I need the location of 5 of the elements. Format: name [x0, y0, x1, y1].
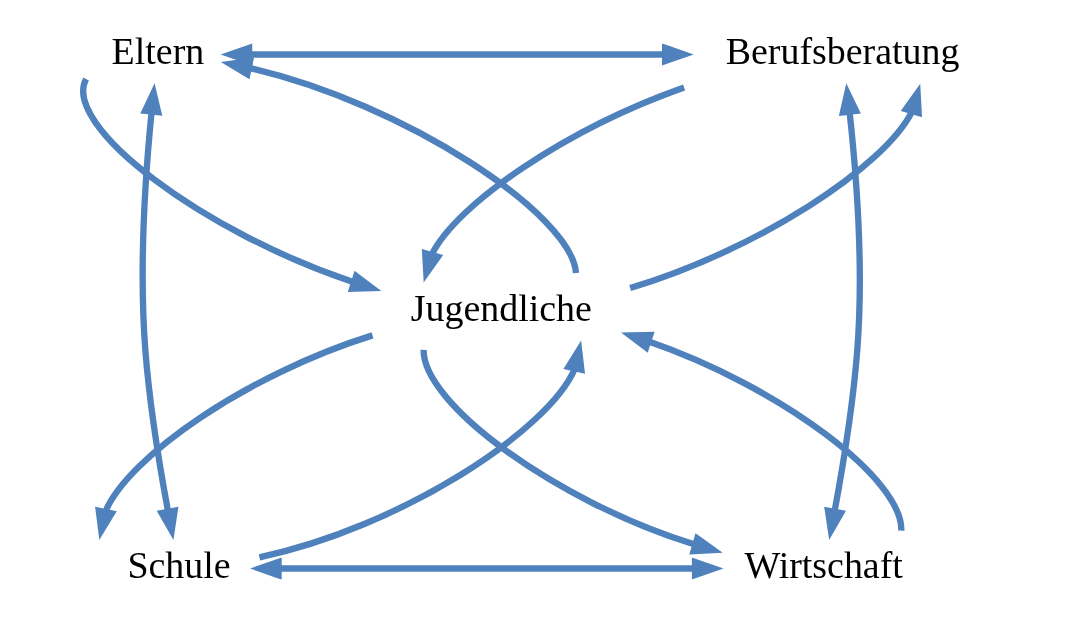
node-text: Wirtschaft: [743, 543, 903, 586]
node-text: Berufsberatung: [725, 29, 959, 72]
node-text: Schule: [126, 543, 231, 586]
node-text: Eltern: [111, 29, 204, 72]
node-text: Jugendliche: [410, 286, 592, 329]
